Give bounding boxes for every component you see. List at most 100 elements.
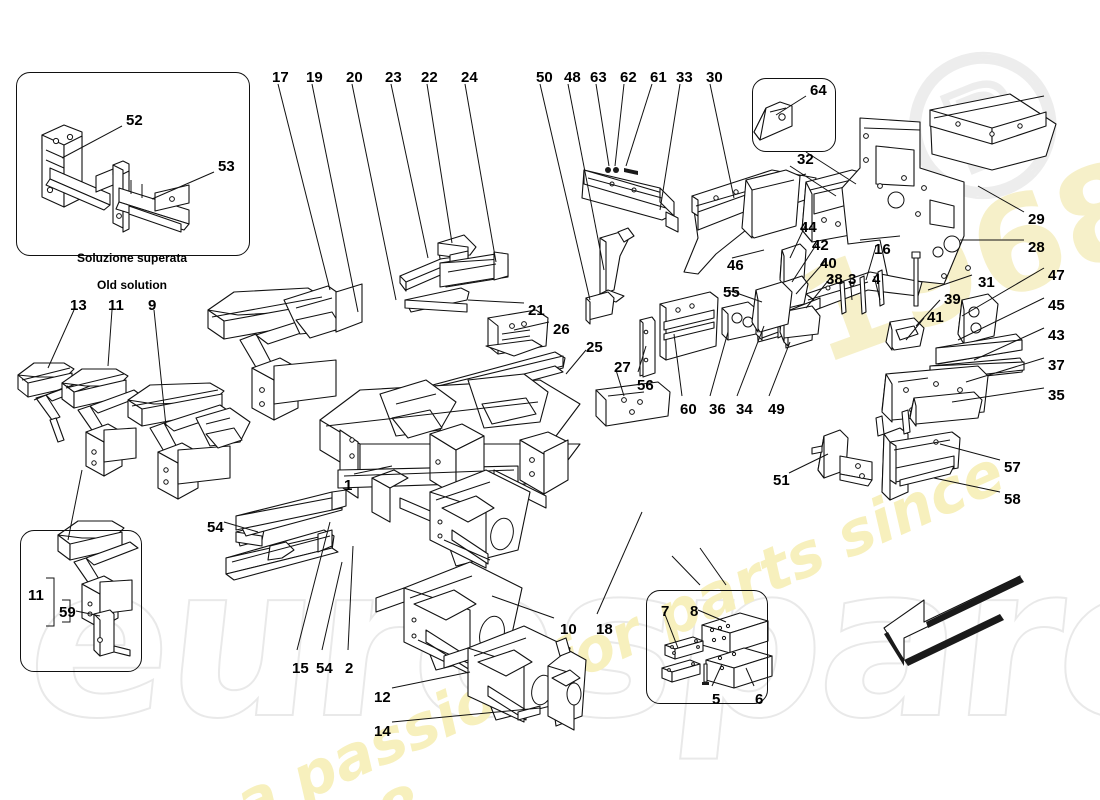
callout-54: 54	[316, 660, 333, 677]
callout-10: 10	[560, 621, 577, 638]
callout-50: 50	[536, 69, 553, 86]
part-12-tower	[443, 625, 571, 723]
callout-47: 47	[1048, 267, 1065, 284]
part-63-62-61-pins	[605, 167, 638, 175]
callout-45: 45	[1048, 297, 1065, 314]
callout-59: 59	[59, 604, 76, 621]
part-14-tower	[517, 637, 587, 731]
callout-44: 44	[800, 219, 817, 236]
callout-18: 18	[596, 621, 613, 638]
callout-46: 46	[727, 257, 744, 274]
callout-35: 35	[1048, 387, 1065, 404]
callout-38: 38	[826, 271, 843, 288]
callout-27: 27	[614, 359, 631, 376]
callout-7: 7	[661, 603, 670, 620]
callout-25: 25	[586, 339, 603, 356]
callout-29: 29	[1028, 211, 1045, 228]
inset-bracket-detail	[20, 530, 142, 672]
part-59-clip	[93, 609, 131, 657]
callout-3: 3	[848, 271, 857, 288]
direction-arrow	[883, 575, 1024, 666]
part-29-cowl-beam	[929, 93, 1057, 171]
callout-53: 53	[218, 158, 235, 175]
callout-51: 51	[773, 472, 790, 489]
callout-5: 5	[712, 691, 721, 708]
callout-54: 54	[207, 519, 224, 536]
callout-36: 36	[709, 401, 726, 418]
callout-8: 8	[690, 603, 699, 620]
callout-37: 37	[1048, 357, 1065, 374]
callout-48: 48	[564, 69, 581, 86]
callout-19: 19	[306, 69, 323, 86]
callout-63: 63	[590, 69, 607, 86]
part-50-bracket	[585, 291, 615, 325]
callout-42: 42	[812, 237, 829, 254]
part-60-rail	[659, 291, 719, 361]
callout-22: 22	[421, 69, 438, 86]
inset-old-solution	[16, 72, 250, 256]
part-17-rail-upper	[207, 283, 363, 421]
part-27-plate	[595, 381, 671, 427]
callout-24: 24	[461, 69, 478, 86]
callout-34: 34	[736, 401, 753, 418]
part-5-plate	[661, 659, 709, 685]
callout-43: 43	[1048, 327, 1065, 344]
part-18-tower	[429, 469, 531, 569]
callout-55: 55	[723, 284, 740, 301]
part-24-bar	[439, 251, 509, 288]
part-57-58-bracket	[875, 409, 961, 501]
callout-58: 58	[1004, 491, 1021, 508]
callout-14: 14	[374, 723, 391, 740]
callout-57: 57	[1004, 459, 1021, 476]
callout-16: 16	[874, 241, 891, 258]
part-13-rail	[17, 362, 91, 443]
callout-60: 60	[680, 401, 697, 418]
inset-old-solution-caption: Soluzione superata Old solution	[76, 250, 188, 293]
callout-52: 52	[126, 112, 143, 129]
callout-17: 17	[272, 69, 289, 86]
callout-31: 31	[978, 274, 995, 291]
part-33-beam	[581, 169, 679, 233]
part-6-block	[705, 647, 773, 689]
callout-41: 41	[927, 309, 944, 326]
part-1-main-frame	[319, 373, 581, 533]
part-2-crossbar	[235, 489, 347, 537]
part-41-bracket	[885, 317, 925, 351]
part-64-wedge	[753, 101, 793, 141]
part-9-rail	[127, 382, 251, 500]
callout-15: 15	[292, 660, 309, 677]
callout-40: 40	[820, 255, 837, 272]
part-28-firewall	[841, 117, 971, 285]
callout-56: 56	[637, 377, 654, 394]
callout-13: 13	[70, 297, 87, 314]
callout-11: 11	[108, 297, 124, 314]
callout-30: 30	[706, 69, 723, 86]
part-8-block	[701, 612, 769, 654]
callout-28: 28	[1028, 239, 1045, 256]
callout-21: 21	[528, 302, 545, 319]
callout-32: 32	[797, 151, 814, 168]
callout-33: 33	[676, 69, 693, 86]
part-26-plate	[485, 309, 549, 357]
callout-4: 4	[872, 271, 881, 288]
part-56-bar	[639, 316, 656, 378]
part-7-plate	[664, 636, 704, 660]
part-51-bracket	[811, 429, 873, 487]
part-45-bar	[935, 333, 1023, 365]
callout-64: 64	[810, 82, 827, 99]
inset-spacer-blocks	[646, 590, 768, 704]
callout-20: 20	[346, 69, 363, 86]
callout-11: 11	[28, 587, 44, 604]
callout-62: 62	[620, 69, 637, 86]
callout-61: 61	[650, 69, 667, 86]
callout-6: 6	[755, 691, 764, 708]
callout-49: 49	[768, 401, 785, 418]
callout-9: 9	[148, 297, 157, 314]
part-55-panel	[751, 281, 793, 333]
callout-1: 1	[344, 477, 353, 494]
part-21-bar	[404, 287, 470, 313]
part-39-pin	[911, 251, 921, 307]
part-47-bracket	[957, 293, 999, 345]
